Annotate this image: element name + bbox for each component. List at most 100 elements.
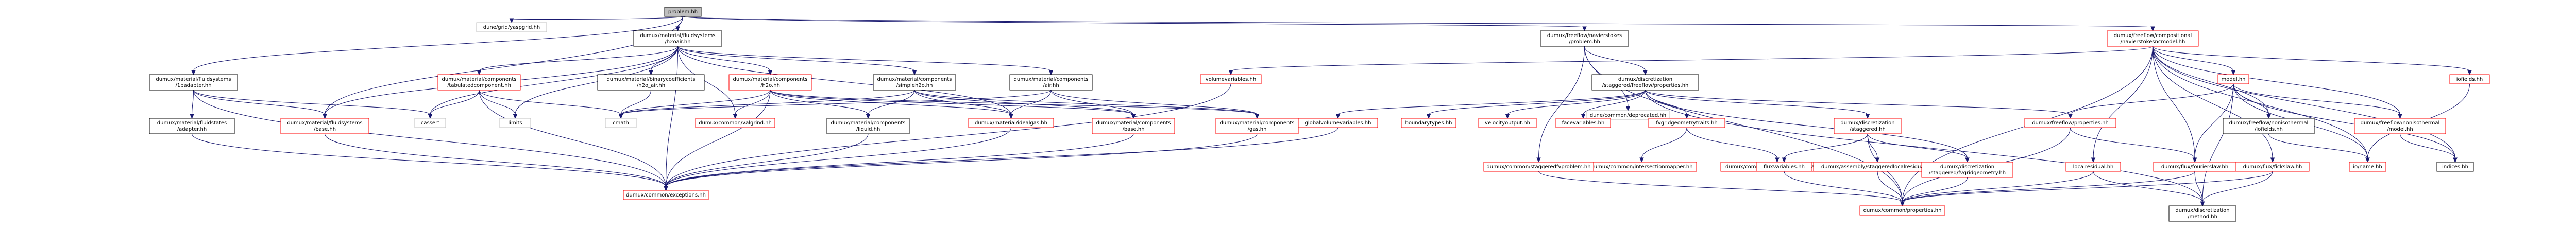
node-dumux-material-components-simpleh2o-hh[interactable]: dumux/material/components/simpleh2o.hh <box>873 74 956 91</box>
edge-n11-n29 <box>1505 90 1646 119</box>
node-facevariables-hh[interactable]: facevariables.hh <box>1555 118 1611 128</box>
node-dumux-material-fluidsystems-h2oair-hh[interactable]: dumux/material/fluidsystems/h2oair.hh <box>633 30 722 47</box>
node-dumux-material-fluidsystems-1padapter-hh[interactable]: dumux/material/fluidsystems/1padapter.hh <box>149 74 238 91</box>
node-dumux-common-staggeredfvproblem-hh[interactable]: dumux/common/staggeredfvproblem.hh <box>1483 162 1594 172</box>
node-label: fluxvariables.hh <box>1764 164 1805 170</box>
node-label: iofields.hh <box>2456 77 2483 82</box>
node-label: dumux/material/components/h2o.hh <box>733 77 808 88</box>
node-dumux-flux-fourierslaw-hh[interactable]: dumux/flux/fourierslaw.hh <box>2153 162 2236 172</box>
node-dumux-common-exceptions-hh[interactable]: dumux/common/exceptions.hh <box>623 190 709 200</box>
node-dumux-freeflow-nonisothermal-model-hh[interactable]: dumux/freeflow/nonisothermal/model.hh <box>2354 118 2446 134</box>
node-label: limits <box>508 120 522 126</box>
edge-n5-n18 <box>193 90 433 119</box>
node-box <box>1921 162 2013 178</box>
node-box <box>1540 30 1629 47</box>
node-dumux-material-components-base-hh[interactable]: dumux/material/components/base.hh <box>1092 118 1175 134</box>
node-dumux-discretization-staggered-hh[interactable]: dumux/discretization/staggered.hh <box>1834 118 1902 134</box>
edge-n35-n37 <box>2400 133 2458 163</box>
node-box <box>1591 74 1699 91</box>
node-label: dumux/freeflow/properties.hh <box>2032 120 2109 126</box>
node-dumux-material-components-liquid-hh[interactable]: dumux/material/components/liquid.hh <box>826 118 910 134</box>
node-velocityoutput-hh[interactable]: velocityoutput.hh <box>1478 118 1537 128</box>
node-dumux-discretization-method-hh[interactable]: dumux/discretization/method.hh <box>2168 205 2236 222</box>
node-dune-grid-yaspgrid-hh: dune/grid/yaspgrid.hh <box>476 22 547 32</box>
node-label: dumux/discretization/staggered.hh <box>1840 120 1894 132</box>
node-label: dumux/common/intersectionmapper.hh <box>1590 164 1692 170</box>
node-box <box>1478 118 1537 128</box>
node-box <box>1401 118 1456 128</box>
node-label: dumux/material/components/gas.hh <box>1220 120 1295 132</box>
node-box <box>826 118 910 134</box>
node-dumux-freeflow-nonisothermal-iofields-hh[interactable]: dumux/freeflow/nonisothermal/iofields.hh <box>2223 118 2315 134</box>
node-label: globalvolumevariables.hh <box>1305 120 1371 126</box>
node-box <box>605 118 637 128</box>
node-fvgridgeometrytraits-hh[interactable]: fvgridgeometrytraits.hh <box>1648 118 1725 128</box>
node-localresidual-hh[interactable]: localresidual.hh <box>2065 162 2121 172</box>
node-label: dumux/flux/fourierslaw.hh <box>2161 164 2228 170</box>
edge-n33-n44 <box>2070 127 2197 163</box>
node-box <box>1200 74 1262 84</box>
node-dumux-material-components-gas-hh[interactable]: dumux/material/components/gas.hh <box>1215 118 1299 134</box>
node-io-name-hh[interactable]: io/name.hh <box>2349 162 2386 172</box>
edge-n5-n17 <box>193 90 327 119</box>
edge-n25-n21 <box>664 133 1134 191</box>
node-label: dumux/common/exceptions.hh <box>626 192 706 198</box>
node-label: dumux/flux/fickslaw.hh <box>2243 164 2302 170</box>
edge-n4-n12 <box>1228 46 2153 76</box>
edge-n4-n44 <box>2153 46 2197 163</box>
node-indices-hh[interactable]: indices.hh <box>2436 162 2474 172</box>
node-iofields-hh[interactable]: iofields.hh <box>2449 74 2490 84</box>
node-label: dumux/material/fluidsystems/1padapter.hh <box>156 77 231 88</box>
node-dumux-material-components-h2o-hh[interactable]: dumux/material/components/h2o.hh <box>728 74 812 91</box>
edge-n11-n33 <box>1645 90 2073 119</box>
node-volumevariables-hh[interactable]: volumevariables.hh <box>1200 74 1262 84</box>
node-dumux-freeflow-navierstokes-problem-hh[interactable]: dumux/freeflow/navierstokes/problem.hh <box>1540 30 1629 47</box>
node-box <box>728 74 812 91</box>
node-label: localresidual.hh <box>2073 164 2114 170</box>
node-dumux-material-fluidsystems-base-hh[interactable]: dumux/material/fluidsystems/base.hh <box>280 118 369 134</box>
edge-n4-n14 <box>2153 46 2236 76</box>
node-dumux-material-binarycoefficients-h2o-air-hh[interactable]: dumux/material/binarycoefficients/h2o_ai… <box>597 74 705 91</box>
node-label: dumux/material/components/liquid.hh <box>831 120 906 132</box>
node-dumux-material-fluidstates-adapter-hh[interactable]: dumux/material/fluidstates/adapter.hh <box>149 118 235 134</box>
node-dumux-common-properties-hh[interactable]: dumux/common/properties.hh <box>1859 205 1945 216</box>
node-problem-hh[interactable]: problem.hh <box>664 7 702 17</box>
node-label: io/name.hh <box>2353 164 2382 170</box>
edge-n11-n28 <box>1426 90 1646 119</box>
node-box <box>280 118 369 134</box>
node-dumux-flux-fickslaw-hh[interactable]: dumux/flux/fickslaw.hh <box>2235 162 2310 172</box>
node-box <box>149 118 235 134</box>
node-dumux-freeflow-properties-hh[interactable]: dumux/freeflow/properties.hh <box>2024 118 2116 128</box>
node-model-hh[interactable]: model.hh <box>2217 74 2249 84</box>
node-label: indices.hh <box>2442 164 2468 170</box>
node-box <box>1648 118 1725 128</box>
node-label: cmath <box>613 120 629 126</box>
node-fluxvariables-hh[interactable]: fluxvariables.hh <box>1756 162 1812 172</box>
node-dumux-discretization-staggered-fvgridgeometry-hh[interactable]: dumux/discretization/staggered/fvgridgeo… <box>1921 162 2013 178</box>
node-dumux-common-valgrind-hh[interactable]: dumux/common/valgrind.hh <box>695 118 775 128</box>
node-box <box>873 74 956 91</box>
node-label: dumux/freeflow/navierstokes/problem.hh <box>1547 33 1622 45</box>
node-dumux-material-idealgas-hh[interactable]: dumux/material/idealgas.hh <box>968 118 1054 128</box>
node-box <box>2107 30 2199 47</box>
node-label: dumux/common/properties.hh <box>1863 208 1942 214</box>
node-box <box>1009 74 1093 91</box>
edge-n0-n3 <box>683 16 1587 32</box>
node-limits: limits <box>499 118 531 128</box>
node-boundarytypes-hh[interactable]: boundarytypes.hh <box>1401 118 1456 128</box>
node-box <box>1586 110 1670 120</box>
node-dumux-material-components-tabulatedcomponent-hh[interactable]: dumux/material/components/tabulatedcompo… <box>437 74 521 91</box>
node-dumux-discretization-staggered-freeflow-properties-hh[interactable]: dumux/discretization/staggered/freeflow/… <box>1591 74 1699 91</box>
edge-n2-n21 <box>664 46 678 191</box>
node-dumux-freeflow-compositional-navierstokesncmodel-hh[interactable]: dumux/freeflow/compositional/navierstoke… <box>2107 30 2199 47</box>
node-label: dumux/freeflow/nonisothermal/model.hh <box>2361 120 2440 132</box>
node-label: boundarytypes.hh <box>1405 120 1452 126</box>
node-dumux-common-intersectionmapper-hh[interactable]: dumux/common/intersectionmapper.hh <box>1586 162 1697 172</box>
node-globalvolumevariables-hh[interactable]: globalvolumevariables.hh <box>1298 118 1378 128</box>
node-dumux-material-components-air-hh[interactable]: dumux/material/components/air.hh <box>1009 74 1093 91</box>
edge-n14-n48 <box>2200 83 2234 207</box>
edge-n9-n23 <box>866 90 915 119</box>
edge-n2-n10 <box>677 46 1054 76</box>
node-label: dune/grid/yaspgrid.hh <box>483 25 540 30</box>
